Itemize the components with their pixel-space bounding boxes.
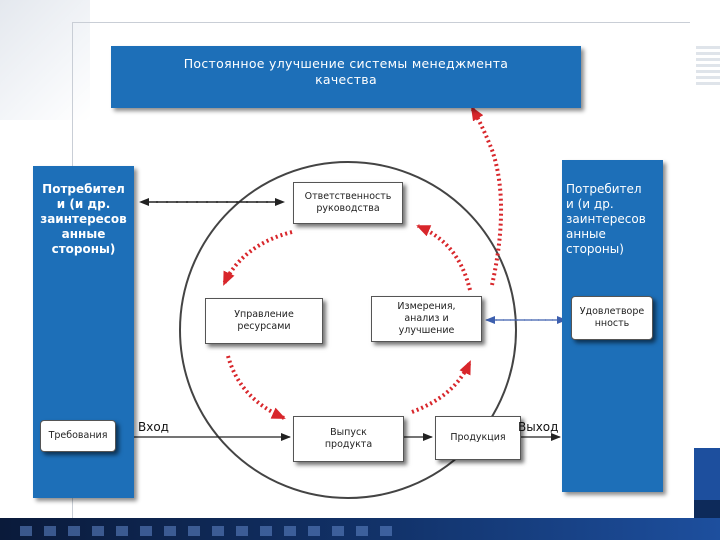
cycle-arrow-measurement-to-responsibility bbox=[416, 224, 472, 291]
responsibility-box: Ответственность руководства bbox=[293, 182, 403, 224]
product-box: Продукция bbox=[435, 416, 521, 460]
input-label: Вход bbox=[138, 420, 169, 434]
cycle-arrow-release-to-measurement bbox=[411, 360, 472, 414]
bottom-decorative-ticks bbox=[20, 526, 400, 536]
decorative-stripes bbox=[696, 45, 720, 85]
measurement-box: Измерения, анализ и улучшение bbox=[371, 296, 482, 342]
decorative-corner bbox=[0, 0, 90, 120]
satisfaction-text: Удовлетворе нность bbox=[579, 306, 645, 329]
cycle-arrow-responsibility-to-resources bbox=[222, 230, 293, 286]
product-text: Продукция bbox=[450, 432, 506, 443]
requirements-text: Требования bbox=[48, 430, 108, 441]
title-text: Постоянное улучшение системы менеджмента… bbox=[183, 56, 509, 87]
frame-line bbox=[72, 22, 690, 23]
title-box: Постоянное улучшение системы менеджмента… bbox=[111, 46, 581, 108]
satisfaction-box: Удовлетворе нность bbox=[571, 296, 653, 340]
process-cycle-circle bbox=[179, 161, 517, 499]
output-label: Выход bbox=[518, 420, 559, 434]
product-release-box: Выпуск продукта bbox=[293, 416, 404, 462]
right-stakeholders-text: Потребител и (и др. заинтересов анные ст… bbox=[566, 182, 646, 256]
left-stakeholders-text: Потребител и (и др. заинтересов анные ст… bbox=[40, 182, 127, 256]
measurement-text: Измерения, анализ и улучшение bbox=[397, 301, 456, 336]
decorative-corner-block bbox=[694, 500, 720, 518]
product-release-text: Выпуск продукта bbox=[324, 427, 373, 450]
resources-box: Управление ресурсами bbox=[205, 298, 323, 344]
cycle-arrow-resources-to-release bbox=[226, 355, 286, 420]
responsibility-text: Ответственность руководства bbox=[304, 191, 392, 214]
improvement-arrow bbox=[470, 106, 503, 286]
requirements-box: Требования bbox=[40, 420, 116, 452]
resources-text: Управление ресурсами bbox=[234, 309, 294, 332]
